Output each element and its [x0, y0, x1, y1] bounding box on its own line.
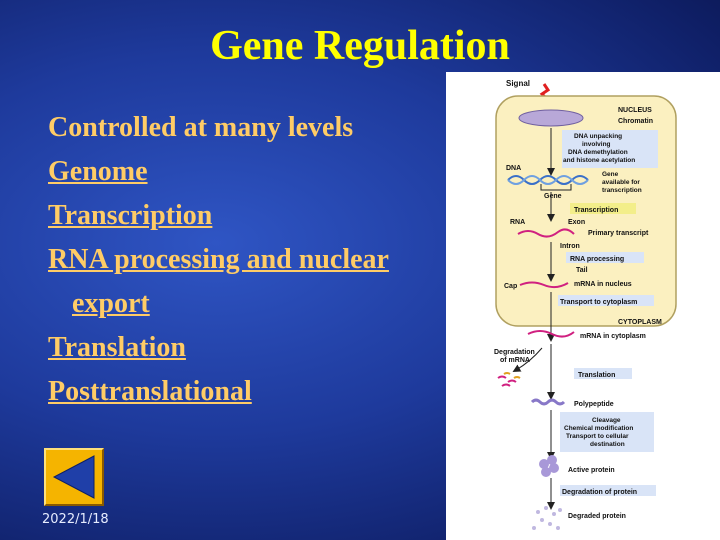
- label-dna: DNA: [506, 165, 521, 172]
- label-unpacking: DNA unpacking involving DNA demethylatio…: [563, 133, 635, 164]
- bullet-item[interactable]: RNA processing and nuclear export: [48, 238, 448, 326]
- label-transport-cytoplasm: Transport to cytoplasm: [560, 299, 637, 306]
- label-signal: Signal: [506, 79, 530, 88]
- label-box: [570, 203, 636, 214]
- arrow: [512, 347, 543, 372]
- active-protein-shape: [539, 459, 549, 469]
- label-exon: Exon: [568, 219, 585, 226]
- label-degraded-protein: Degraded protein: [568, 513, 626, 520]
- label-active-protein: Active protein: [568, 467, 615, 474]
- label-cleavage: Cleavage Chemical modification Transport…: [564, 417, 635, 448]
- label-box: [562, 130, 658, 168]
- label-cap: Cap: [504, 283, 517, 290]
- label-nucleus: NUCLEUS: [618, 107, 652, 114]
- bullet-item[interactable]: Translation: [48, 332, 186, 363]
- label-cytoplasm: CYTOPLASM: [618, 319, 662, 326]
- primary-transcript-strand: [517, 228, 575, 238]
- gene-regulation-diagram: Signal NUCLEUS Chromatin DNA unpacking i…: [446, 72, 720, 540]
- label-mrna-cytoplasm: mRNA in cytoplasm: [580, 333, 646, 340]
- active-protein-shape: [549, 463, 559, 473]
- gene-bracket: [540, 184, 572, 191]
- dna-helix: [507, 175, 589, 185]
- polypeptide-chain: [530, 398, 566, 406]
- label-box: [566, 252, 644, 263]
- label-mrna-nucleus: mRNA in nucleus: [574, 281, 632, 288]
- label-polypeptide: Polypeptide: [574, 401, 614, 408]
- label-box: [574, 368, 632, 379]
- mrna-strand: [527, 330, 575, 338]
- label-tail: Tail: [576, 267, 588, 274]
- back-button[interactable]: [44, 448, 104, 506]
- label-intron: Intron: [560, 243, 580, 250]
- back-triangle-icon: [52, 455, 95, 499]
- bullet-item[interactable]: Posttranslational: [48, 376, 252, 407]
- label-primary-transcript: Primary transcript: [588, 230, 649, 237]
- label-gene: Gene: [544, 193, 562, 200]
- bullet-item: Controlled at many levels: [48, 112, 354, 143]
- degraded-mrna-fragments: [503, 372, 521, 379]
- label-box: [560, 485, 656, 496]
- label-rna-processing: RNA processing: [570, 256, 624, 263]
- label-translation: Translation: [578, 372, 615, 379]
- label-rna: RNA: [510, 219, 525, 226]
- mrna-strand: [519, 281, 569, 289]
- active-protein-shape: [541, 467, 551, 477]
- bullet-item[interactable]: Transcription: [48, 200, 213, 231]
- label-degradation-protein: Degradation of protein: [562, 489, 637, 496]
- label-gene-available: Gene available for transcription: [602, 171, 642, 194]
- bullet-item[interactable]: Genome: [48, 156, 148, 187]
- slide-title: Gene Regulation: [210, 23, 510, 69]
- active-protein-shape: [547, 455, 557, 465]
- label-chromatin: Chromatin: [618, 118, 653, 125]
- degraded-protein-fragments: [532, 506, 562, 530]
- bullet-list: Controlled at many levels Genome Transcr…: [48, 106, 448, 414]
- label-box: [558, 295, 654, 306]
- chromatin-shape: [518, 109, 584, 127]
- slide-date: 2022/1/18: [42, 512, 109, 527]
- dna-helix: [507, 175, 589, 185]
- bullet-item-line[interactable]: RNA processing and nuclear: [48, 244, 389, 275]
- degraded-mrna-fragments: [497, 375, 517, 387]
- label-transcription: Transcription: [574, 207, 618, 214]
- bullet-item-continuation[interactable]: export: [72, 288, 150, 319]
- label-box: [560, 412, 654, 452]
- label-degradation-mrna: Degradation of mRNA: [494, 349, 537, 364]
